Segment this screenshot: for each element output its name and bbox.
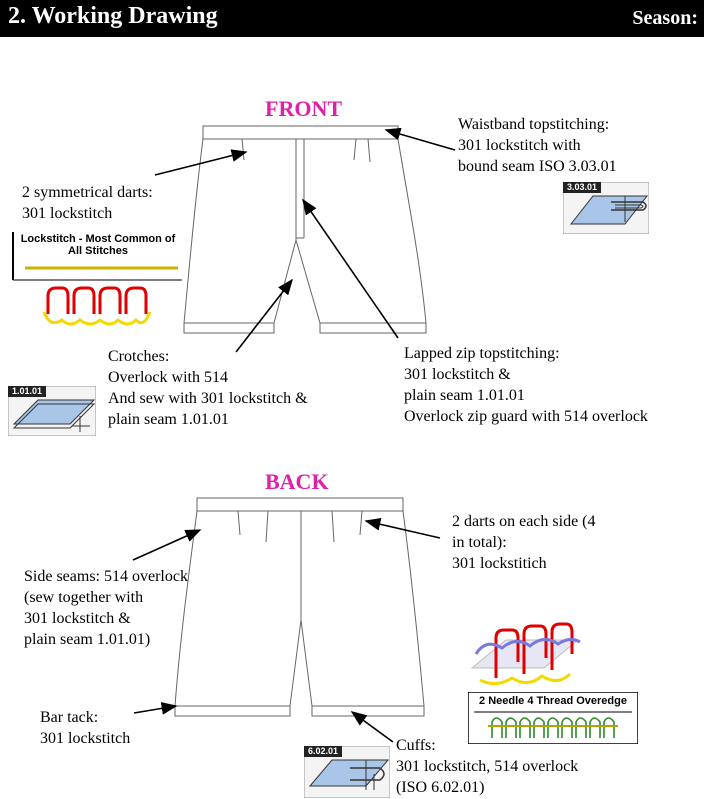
iso-tag-1-01-01: 1.01.01	[8, 386, 47, 397]
header-bar: 2. Working Drawing Season:	[0, 0, 704, 37]
waistband-note: Waistband topstitching: 301 lockstitch w…	[458, 116, 617, 175]
zip-note: Lapped zip topstitching: 301 lockstitch …	[404, 345, 648, 425]
bar-tack-note: Bar tack: 301 lockstitch	[40, 709, 131, 747]
back-shorts-drawing	[174, 497, 425, 717]
back-waistband	[196, 497, 404, 512]
back-arrows	[132, 517, 441, 743]
crotches-note: Crotches: Overlock with 514 And sew with…	[108, 348, 308, 428]
page-title: 2. Working Drawing	[8, 3, 218, 29]
front-waistband	[202, 125, 399, 140]
front-left-cuff	[183, 322, 275, 334]
iso-6-02-01-diagram: 6.02.01	[304, 746, 390, 798]
iso-3-03-01-diagram: 3.03.01	[563, 182, 649, 234]
front-right-cuff	[319, 322, 427, 334]
front-shorts-drawing	[183, 125, 427, 334]
back-darts-note: 2 darts on each side (4 in total): 301 l…	[452, 513, 596, 572]
front-arrows	[154, 127, 456, 353]
side-seams-note: Side seams: 514 overlock (sew together w…	[24, 568, 188, 648]
back-left-cuff	[174, 705, 291, 717]
front-label: FRONT	[265, 96, 342, 121]
back-label: BACK	[265, 469, 329, 494]
iso-tag-3-03-01: 3.03.01	[563, 182, 602, 193]
overedge-diagram: 2 Needle 4 Thread Overedge	[468, 692, 638, 744]
iso-1-01-01-diagram: 1.01.01	[8, 386, 96, 436]
lockstitch-diagram: Lockstitch - Most Common of All Stitches	[10, 232, 185, 332]
back-right-cuff	[311, 705, 425, 717]
lockstitch-caption: Lockstitch - Most Common of All Stitches	[20, 233, 176, 257]
overedge-3d-diagram	[466, 618, 584, 690]
season-label: Season:	[632, 7, 698, 29]
iso-tag-6-02-01: 6.02.01	[304, 746, 343, 757]
overedge-caption: 2 Needle 4 Thread Overedge	[479, 695, 627, 707]
cuffs-note: Cuffs: 301 lockstitch, 514 overlock (ISO…	[396, 737, 579, 796]
front-darts-note: 2 symmetrical darts: 301 lockstitch	[22, 184, 153, 222]
